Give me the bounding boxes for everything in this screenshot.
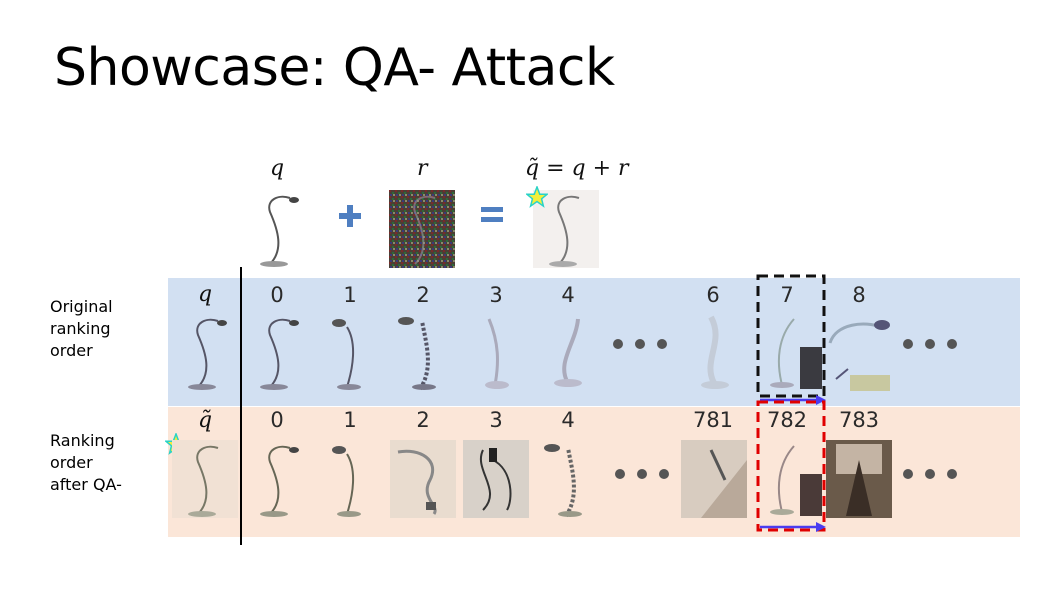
rank-label: 4: [561, 283, 575, 307]
lamp-image: [826, 313, 892, 391]
room-image: [681, 440, 747, 518]
lamp-image: [244, 313, 310, 391]
lamp-image: [463, 313, 529, 391]
rank-label: 0: [270, 283, 284, 307]
equals-icon: [481, 206, 503, 224]
ellipsis-icon: [900, 466, 960, 482]
tower-lamp-image: [826, 440, 892, 518]
rank-label: 1: [343, 283, 357, 307]
rank-label: 783: [838, 408, 880, 432]
q-tilde-equation: q̃ = q + r: [525, 156, 629, 181]
rank-label: 782: [766, 408, 808, 432]
rank-label: 3: [489, 408, 503, 432]
rank-label: 781: [692, 408, 734, 432]
after-rank-highlight-box: [756, 400, 830, 534]
q-label: q: [270, 156, 285, 181]
ellipsis-icon: [610, 336, 670, 352]
lamp-image: [317, 440, 383, 518]
query-divider: [240, 267, 242, 545]
rank-label: 2: [416, 408, 430, 432]
lamp-image: [536, 313, 602, 391]
original-row-label: Original ranking order: [50, 297, 113, 360]
arrow-right-icon: [756, 521, 830, 533]
original-rank-highlight-box: [756, 274, 830, 400]
ellipsis-icon: [612, 466, 672, 482]
r-label: r: [417, 156, 428, 181]
lamp-image: [172, 313, 238, 391]
rank-label: 6: [706, 283, 720, 307]
adversarial-query-image: [533, 190, 599, 268]
lamp-image: [172, 440, 238, 518]
star-icon: [526, 186, 548, 208]
lamp-image: [244, 440, 310, 518]
lamp-image: [760, 440, 826, 518]
lamp-image: [390, 313, 456, 391]
rank-label: 7: [780, 283, 794, 307]
cable-image: [390, 440, 456, 518]
query-image: [244, 190, 310, 268]
lamp-image: [681, 313, 747, 391]
rank-label: 3: [489, 283, 503, 307]
rank-label: 1: [343, 408, 357, 432]
rank-label: 4: [561, 408, 575, 432]
cable-image: [463, 440, 529, 518]
lamp-image: [536, 440, 602, 518]
ellipsis-icon: [900, 336, 960, 352]
lamp-image: [760, 313, 826, 391]
plus-icon: [338, 204, 362, 228]
after-row-label: Ranking order after QA-: [50, 431, 122, 494]
rank-label: 2: [416, 283, 430, 307]
page-title: Showcase: QA- Attack: [54, 38, 615, 98]
rank-label: 0: [270, 408, 284, 432]
original-query-label: q: [197, 282, 213, 307]
perturbation-image: [389, 190, 455, 268]
arrow-right-icon: [756, 394, 830, 406]
after-query-label: q̃: [197, 408, 213, 433]
lamp-image: [317, 313, 383, 391]
rank-label: 8: [852, 283, 866, 307]
